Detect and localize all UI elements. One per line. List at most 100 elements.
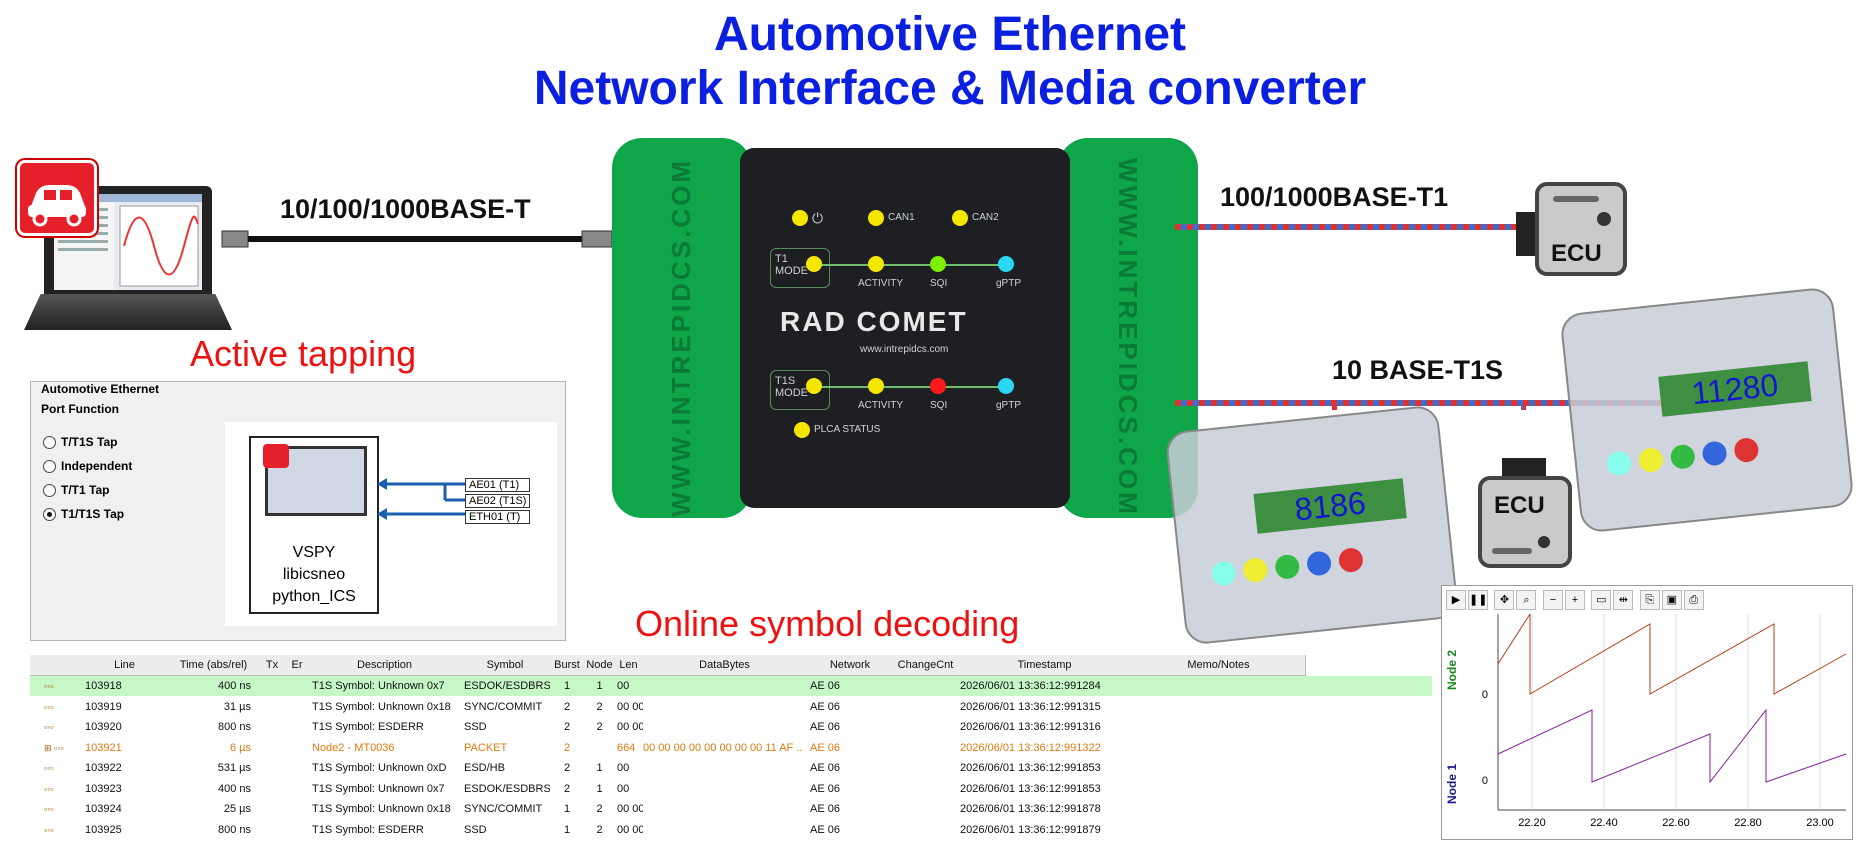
software-python-ics: python_ICS (272, 588, 356, 605)
print-icon[interactable]: ⎙ (1683, 590, 1704, 610)
play-icon[interactable]: ▶ (1446, 590, 1466, 610)
cell-node: 1 (596, 782, 603, 795)
cell-time: 400 ns (217, 680, 251, 692)
can1-led (868, 210, 884, 226)
copy-icon[interactable]: ⎘ (1639, 590, 1660, 610)
t1-sqi-led (930, 256, 946, 272)
option-t-t1-tap[interactable]: T/T1 Tap (43, 478, 132, 502)
cable-label-t1s: 10 BASE-T1S (1332, 355, 1504, 385)
device-bumper-right: WWW.INTREPIDCS.COM (1058, 138, 1198, 518)
laptop-sine-plot-icon (54, 194, 202, 290)
zoom-select-icon[interactable]: ⌕ (1516, 590, 1537, 610)
cell-time: 31 µs (223, 700, 251, 713)
radio-icon[interactable] (43, 436, 56, 450)
radio-icon[interactable] (43, 460, 56, 474)
cell-ts: 2026/06/01 13:36:12:991316 (960, 721, 1101, 733)
port-function-options: T/T1S Tap Independent T/T1 Tap T1/T1S Ta… (43, 430, 132, 526)
cell-network: AE 06 (810, 721, 840, 733)
t1s-line (810, 386, 1010, 388)
col-header-burst[interactable]: Burst (549, 655, 586, 676)
node-b-buttons (1605, 436, 1760, 482)
port-function-panel: Automotive Ethernet Port Function T/T1S … (30, 381, 566, 641)
online-decoding-label: Online symbol decoding (635, 603, 1020, 644)
col-header-len[interactable]: Len (614, 655, 644, 676)
series-top-label: Node 2 (1445, 650, 1459, 690)
graph-toolbar: ▶❚❚ ✥⌕ −+ ▭⇹ ⎘▣⎙ (1446, 590, 1706, 610)
pan-icon[interactable]: ✥ (1494, 590, 1515, 610)
col-header-changecnt[interactable]: ChangeCnt (894, 655, 958, 676)
cell-node: 2 (596, 803, 603, 815)
ecu-slot (1492, 548, 1532, 554)
cell-desc: Node2 - MT0036 (312, 741, 395, 754)
port-eth01: ETH01 (T) (465, 510, 531, 524)
cell-ts: 2026/06/01 13:36:12:991879 (960, 823, 1101, 836)
col-header-er[interactable]: Er (286, 655, 309, 676)
plca-label: PLCA STATUS (814, 424, 881, 435)
option-label: T/T1 Tap (61, 483, 110, 497)
cell-ts: 2026/06/01 13:36:12:991878 (960, 803, 1101, 815)
cell-burst: 2 (563, 741, 571, 754)
option-t1-t1s-tap[interactable]: T1/T1S Tap (43, 502, 132, 526)
zoom-in-icon[interactable]: + (1564, 590, 1585, 610)
col-header-node[interactable]: Node (585, 655, 615, 676)
save-icon[interactable]: ▣ (1661, 590, 1682, 610)
cell-desc: T1S Symbol: Unknown 0x18 (312, 803, 451, 815)
cell-time: 531 µs (217, 762, 251, 774)
cell-burst: 1 (563, 803, 571, 815)
cell-symbol: ESD/HB (464, 762, 505, 774)
t1-mode-box: T1 MODE (770, 248, 830, 288)
t1-mode-led (806, 256, 822, 272)
zoom-out-icon[interactable]: − (1542, 590, 1563, 610)
col-header-line[interactable]: Line (80, 655, 170, 676)
cell-line: 103919 (85, 700, 122, 713)
x-tick-label: 22.40 (1590, 817, 1618, 829)
cell-burst: 2 (563, 721, 571, 733)
col-header-databytes[interactable]: DataBytes (643, 655, 807, 676)
bottom-zero-label: 0 (1482, 775, 1488, 787)
cell-time: 800 ns (217, 823, 251, 836)
t1-activity-led (868, 256, 884, 272)
t1s-mode-box: T1S MODE (770, 370, 830, 410)
cell-node: 2 (596, 700, 603, 713)
option-t-t1s-tap[interactable]: T/T1S Tap (43, 430, 132, 454)
port-list: AE01 (T1) AE02 (T1S) ETH01 (T) (465, 478, 531, 524)
col-header-timestamp[interactable]: Timestamp (957, 655, 1133, 676)
software-box: VSPY libicsneo python_ICS (249, 436, 379, 614)
col-header-tx[interactable]: Tx (258, 655, 287, 676)
car-icon (17, 160, 97, 236)
node1-waveform (1497, 708, 1847, 784)
cursor-icon[interactable]: ⇹ (1613, 590, 1634, 610)
col-header-symbol[interactable]: Symbol (461, 655, 550, 676)
pause-icon[interactable]: ❚❚ (1468, 590, 1488, 610)
cell-ts: 2026/06/01 13:36:12:991853 (960, 782, 1101, 795)
rad-comet-device: ⏻ CAN1 CAN2 T1 MODE ACTIVITY SQI gPTP RA… (740, 148, 1070, 508)
message-type-icon: ▫◦▫ (44, 763, 54, 773)
cell-node: 1 (596, 680, 603, 692)
col-header-time[interactable]: Time (abs/rel) (169, 655, 259, 676)
t1s-gptp-label: gPTP (996, 400, 1022, 411)
ecu-bottom-label: ECU (1494, 492, 1545, 519)
cell-len: 00 (617, 680, 630, 692)
series-bottom-label: Node 1 (1445, 764, 1459, 804)
option-label: T/T1S Tap (61, 435, 118, 449)
bumper-website-left: WWW.INTREPIDCS.COM (666, 158, 696, 517)
option-independent[interactable]: Independent (43, 454, 132, 478)
cell-symbol: SYNC/COMMIT (464, 700, 543, 713)
col-header-network[interactable]: Network (806, 655, 895, 676)
col-header-description[interactable]: Description (308, 655, 462, 676)
radio-icon[interactable] (43, 484, 56, 498)
x-tick-label: 23.00 (1806, 817, 1834, 829)
select-box-icon[interactable]: ▭ (1591, 590, 1612, 610)
radio-selected-icon[interactable] (43, 508, 56, 522)
page-title: Automotive Ethernet (713, 8, 1187, 61)
can2-label: CAN2 (972, 212, 999, 223)
col-header-memo[interactable]: Memo/Notes (1132, 655, 1306, 676)
